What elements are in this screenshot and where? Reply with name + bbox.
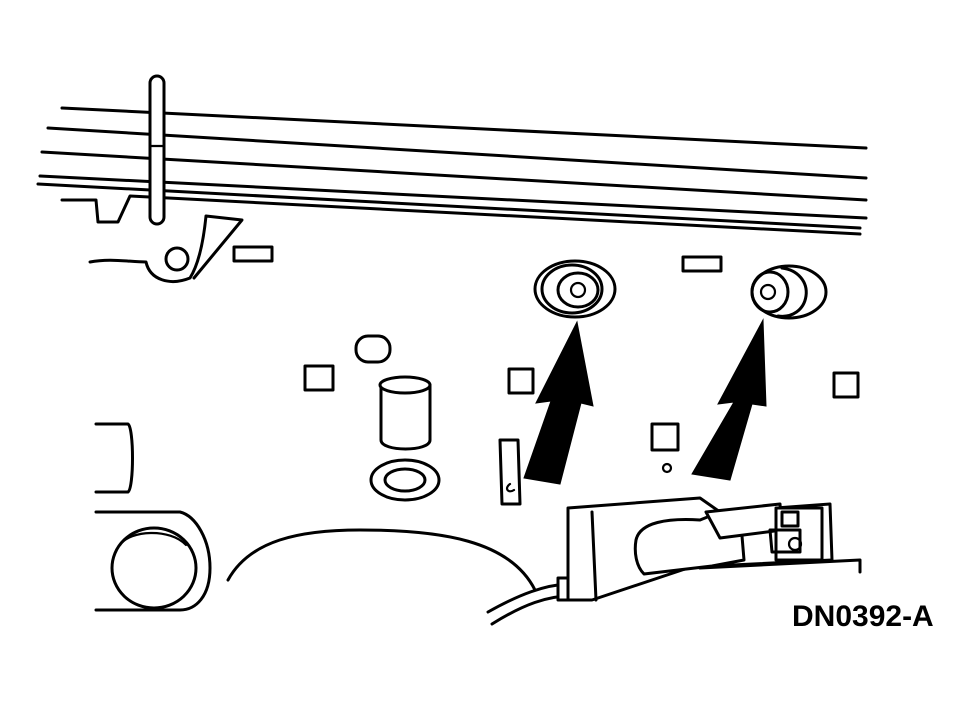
cross-member: [226, 528, 537, 592]
frame-rail-line-1: [60, 106, 868, 150]
arrow-right-fastener: [691, 318, 767, 481]
figure-reference-code: DN0392-A: [792, 600, 934, 633]
frame-rail-line-4: [38, 174, 868, 220]
small-tab-outline: [498, 438, 522, 506]
frame-rail-line-2: [46, 126, 868, 180]
slot-6: [650, 422, 680, 452]
right-fastener-stud: [759, 283, 777, 301]
round-component: [110, 526, 198, 610]
bushing-washer-inner: [383, 467, 427, 493]
small-hole: [661, 462, 673, 474]
frame-rail-lower-edge: [60, 194, 862, 236]
module-bracket-window: [780, 510, 800, 528]
module-base-line: [698, 558, 862, 574]
right-fastener-nut: [750, 270, 790, 314]
left-fastener-grommet: [533, 259, 617, 319]
mounting-bracket-outline: [88, 214, 244, 283]
left-panel-recess: [94, 422, 134, 494]
right-fastener-washer: [776, 266, 808, 318]
center-bushing: [369, 375, 441, 502]
cross-member-curve: [226, 528, 537, 592]
slot-1: [232, 245, 274, 263]
indicator-arrows: [523, 318, 767, 485]
oval-hole: [354, 334, 392, 364]
bracket-hole: [164, 246, 190, 272]
cable: [486, 576, 574, 626]
left-panel-edge: [94, 510, 212, 612]
left-lower-panel: [94, 422, 212, 612]
small-tab-hook: [505, 482, 516, 493]
frame-rail-line-3: [40, 150, 868, 202]
mounting-bracket: [88, 214, 244, 283]
left-fastener: [533, 259, 617, 319]
frame-rail: [36, 106, 868, 236]
slot-5: [832, 371, 860, 399]
left-fastener-stud: [569, 281, 587, 299]
right-fastener: [750, 264, 828, 320]
panel-slots: [232, 245, 860, 474]
arrow-left-fastener: [523, 320, 594, 485]
slot-4: [507, 367, 535, 395]
module-housing: [566, 496, 862, 602]
left-fastener-washer: [540, 263, 604, 315]
bushing-body: [379, 383, 432, 451]
slot-2: [681, 255, 723, 273]
support-rod-body: [148, 74, 166, 226]
round-component-highlight: [118, 531, 188, 547]
module-screw: [787, 536, 803, 552]
module-housing-edge: [590, 510, 598, 602]
frame-rail-line-5: [36, 182, 862, 230]
left-fastener-nut: [556, 271, 600, 309]
bushing-top: [378, 375, 432, 395]
bushing-washer-outer: [369, 458, 441, 502]
small-tab: [498, 438, 522, 506]
slot-3: [303, 364, 335, 392]
module-clip: [768, 528, 802, 554]
support-rod: [148, 74, 166, 226]
